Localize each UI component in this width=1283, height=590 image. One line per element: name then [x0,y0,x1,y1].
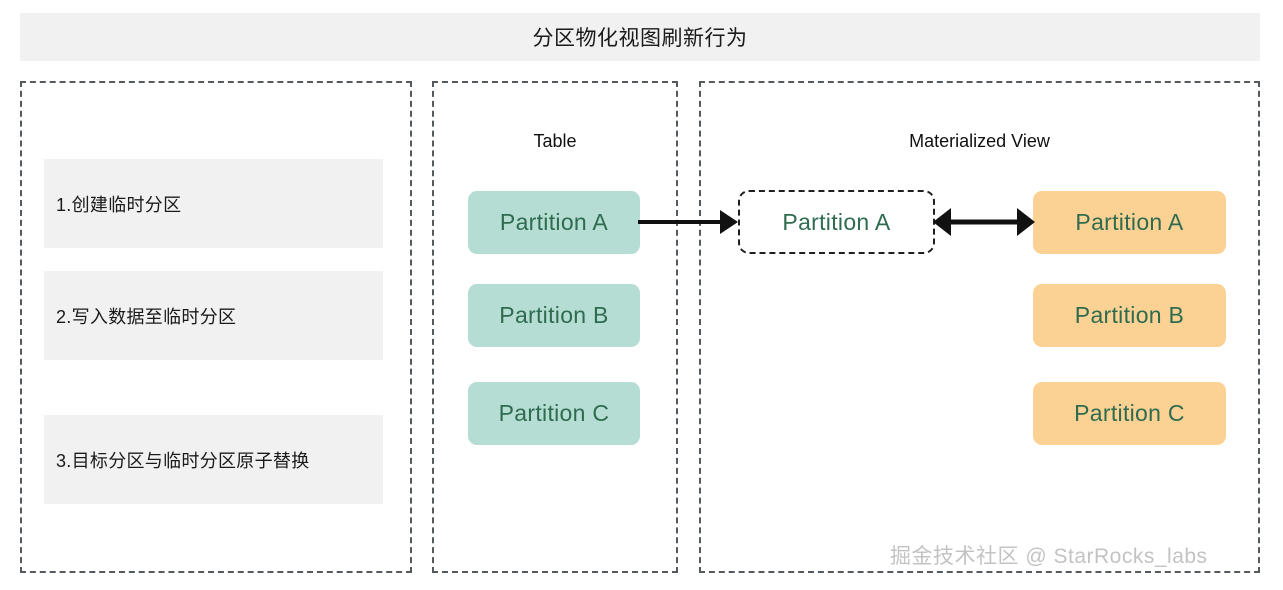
page-title: 分区物化视图刷新行为 [532,27,748,50]
partition-label: Partition C [498,400,610,426]
step-label: 3.目标分区与临时分区原子替换 [56,450,310,471]
mv-partition-c: Partition C [1033,382,1226,445]
mv-partition-a: Partition A [1033,191,1226,254]
step-item-1: 1.创建临时分区 [44,159,383,248]
table-panel-heading: Table [533,131,577,151]
temp-partition-a: Partition A [738,190,935,254]
table-partition-a: Partition A [468,191,640,254]
step-label: 1.创建临时分区 [56,194,182,215]
step-item-2: 2.写入数据至临时分区 [44,271,383,360]
step-label: 2.写入数据至临时分区 [56,306,237,327]
single-arrow-right-icon [638,210,738,234]
watermark-text: 掘金技术社区 @ StarRocks_labs [890,545,1208,568]
partition-label: Partition B [1074,302,1185,328]
partition-label: Partition B [499,302,609,328]
partition-label: Partition A [499,209,609,235]
table-panel [432,81,678,573]
double-arrow-icon [933,208,1035,236]
table-partition-b: Partition B [468,284,640,347]
step-item-3: 3.目标分区与临时分区原子替换 [44,415,383,504]
partition-label: Partition A [782,208,891,235]
diagram-header: 分区物化视图刷新行为 [20,13,1260,61]
materialized-view-panel [699,81,1260,573]
partition-label: Partition C [1074,400,1185,426]
partition-label: Partition A [1075,209,1184,235]
mv-partition-b: Partition B [1033,284,1226,347]
mv-panel-heading: Materialized View [909,131,1050,151]
steps-panel [20,81,412,573]
table-partition-c: Partition C [468,382,640,445]
